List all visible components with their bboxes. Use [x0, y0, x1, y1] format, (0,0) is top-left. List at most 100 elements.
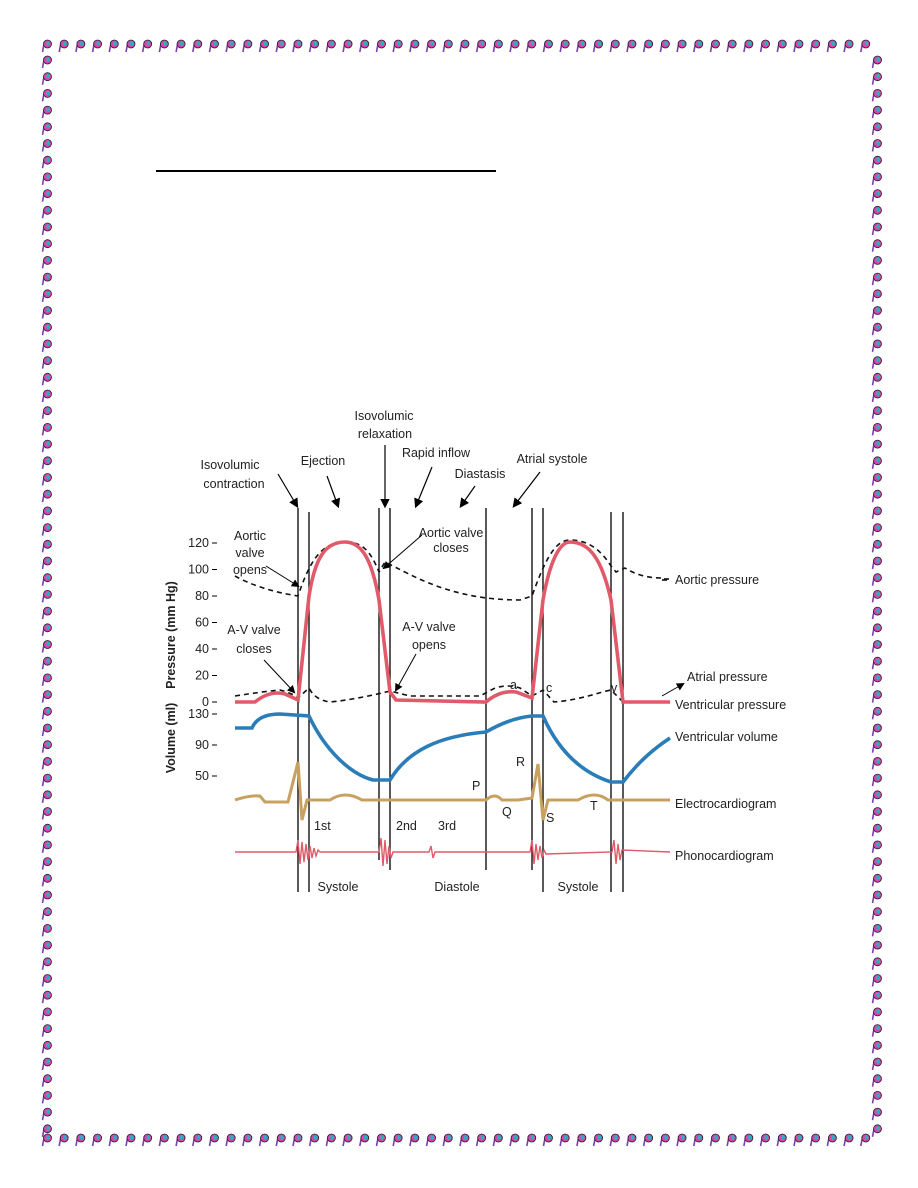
border-ornament — [871, 356, 882, 369]
pressure-tick-label: 80 — [195, 589, 209, 603]
label-diastasis: Diastasis — [455, 467, 506, 481]
border-ornament — [871, 1040, 882, 1054]
border-ornament — [860, 1133, 871, 1147]
border-ornament — [41, 974, 52, 987]
arrow-ejection — [326, 475, 341, 509]
border-ornament — [871, 974, 882, 987]
aortic-pressure-trace — [234, 539, 663, 601]
border-ornament — [41, 690, 52, 703]
label-av-valve-closes-1: A-V valve — [227, 623, 281, 637]
border-ornament — [871, 924, 882, 937]
border-ornament — [871, 907, 882, 920]
border-ornament — [871, 139, 882, 152]
border-ornament — [41, 623, 52, 636]
border-ornament — [871, 272, 882, 286]
border-ornament — [41, 1107, 52, 1121]
border-ornament — [392, 39, 403, 53]
border-ornament — [693, 39, 704, 53]
border-ornament — [526, 1133, 537, 1147]
border-ornament — [308, 39, 320, 53]
border-ornament — [743, 39, 754, 53]
pressure-tick-label: 20 — [195, 669, 209, 683]
border-ornament — [871, 1107, 882, 1121]
border-ornament — [871, 155, 882, 169]
label-isovolumic-contraction-2: contraction — [203, 477, 264, 491]
label-aortic-valve-opens-3: opens — [233, 563, 267, 577]
border-ornament — [141, 39, 153, 53]
border-ornament — [509, 39, 520, 53]
border-ornament — [871, 105, 882, 119]
border-ornament — [871, 489, 882, 503]
border-ornament — [709, 39, 720, 53]
border-ornament — [871, 422, 882, 436]
border-ornament — [192, 39, 203, 53]
wave-R: R — [516, 755, 525, 769]
border-ornament — [871, 556, 882, 570]
border-ornament — [776, 39, 787, 53]
atrial-pressure-trace — [234, 685, 662, 703]
border-ornament — [459, 1133, 470, 1147]
border-ornament — [91, 1133, 102, 1147]
border-ornament — [41, 122, 52, 135]
border-ornament — [492, 1133, 503, 1147]
border-ornament — [871, 690, 882, 703]
label-ventricular-volume: Ventricular volume — [675, 730, 778, 744]
border-ornament — [359, 1133, 370, 1147]
label-isovolumic-contraction-1: Isovolumic — [200, 458, 259, 472]
border-ornament — [871, 239, 882, 252]
border-ornament — [125, 1133, 136, 1147]
border-ornament — [793, 1133, 804, 1147]
border-ornament — [41, 823, 52, 837]
border-ornament — [41, 740, 52, 753]
border-ornament — [626, 39, 637, 53]
border-ornament — [475, 39, 487, 53]
border-ornament — [871, 890, 882, 904]
heart-sound-3rd: 3rd — [438, 819, 456, 833]
border-ornament — [871, 189, 882, 202]
border-ornament — [158, 1133, 169, 1147]
volume-axis-title: Volume (ml) — [164, 703, 178, 774]
border-ornament — [41, 990, 52, 1004]
arrow-atrial-systole — [512, 471, 541, 508]
border-ornament — [141, 1133, 153, 1147]
border-ornament — [41, 1040, 52, 1054]
border-ornament — [275, 39, 286, 53]
border-ornament — [659, 1133, 670, 1147]
border-ornament — [492, 39, 503, 53]
border-ornament — [871, 322, 882, 336]
border-ornament — [409, 39, 420, 53]
border-ornament — [693, 1133, 704, 1147]
border-ornament — [871, 506, 882, 520]
heart-sound-2nd: 2nd — [396, 819, 417, 833]
label-aortic-valve-closes-2: closes — [433, 541, 468, 555]
border-ornament — [676, 39, 687, 53]
label-atrial-pressure: Atrial pressure — [687, 670, 768, 684]
border-ornament — [871, 723, 882, 737]
border-ornament — [41, 172, 52, 186]
border-ornament — [871, 873, 882, 887]
border-ornament — [41, 807, 52, 820]
label-av-valve-closes-2: closes — [236, 642, 271, 656]
border-ornament — [743, 1133, 754, 1147]
border-ornament — [871, 122, 882, 135]
border-ornament — [41, 840, 52, 854]
border-ornament — [442, 39, 453, 53]
border-ornament — [442, 1133, 453, 1147]
border-ornament — [871, 706, 882, 720]
border-ornament — [41, 272, 52, 286]
border-ornament — [41, 155, 52, 169]
border-ornament — [41, 656, 52, 670]
border-ornament — [609, 39, 620, 53]
wave-v: v — [611, 681, 618, 695]
border-ornament — [41, 539, 52, 553]
border-ornament — [225, 39, 236, 53]
border-ornament — [871, 372, 882, 386]
wave-a: a — [510, 678, 517, 692]
border-ornament — [592, 39, 603, 53]
border-ornament — [871, 857, 882, 870]
border-ornament — [871, 606, 882, 620]
pressure-tick-label: 100 — [188, 563, 209, 577]
border-ornament — [41, 222, 52, 236]
border-ornament — [41, 1057, 52, 1071]
